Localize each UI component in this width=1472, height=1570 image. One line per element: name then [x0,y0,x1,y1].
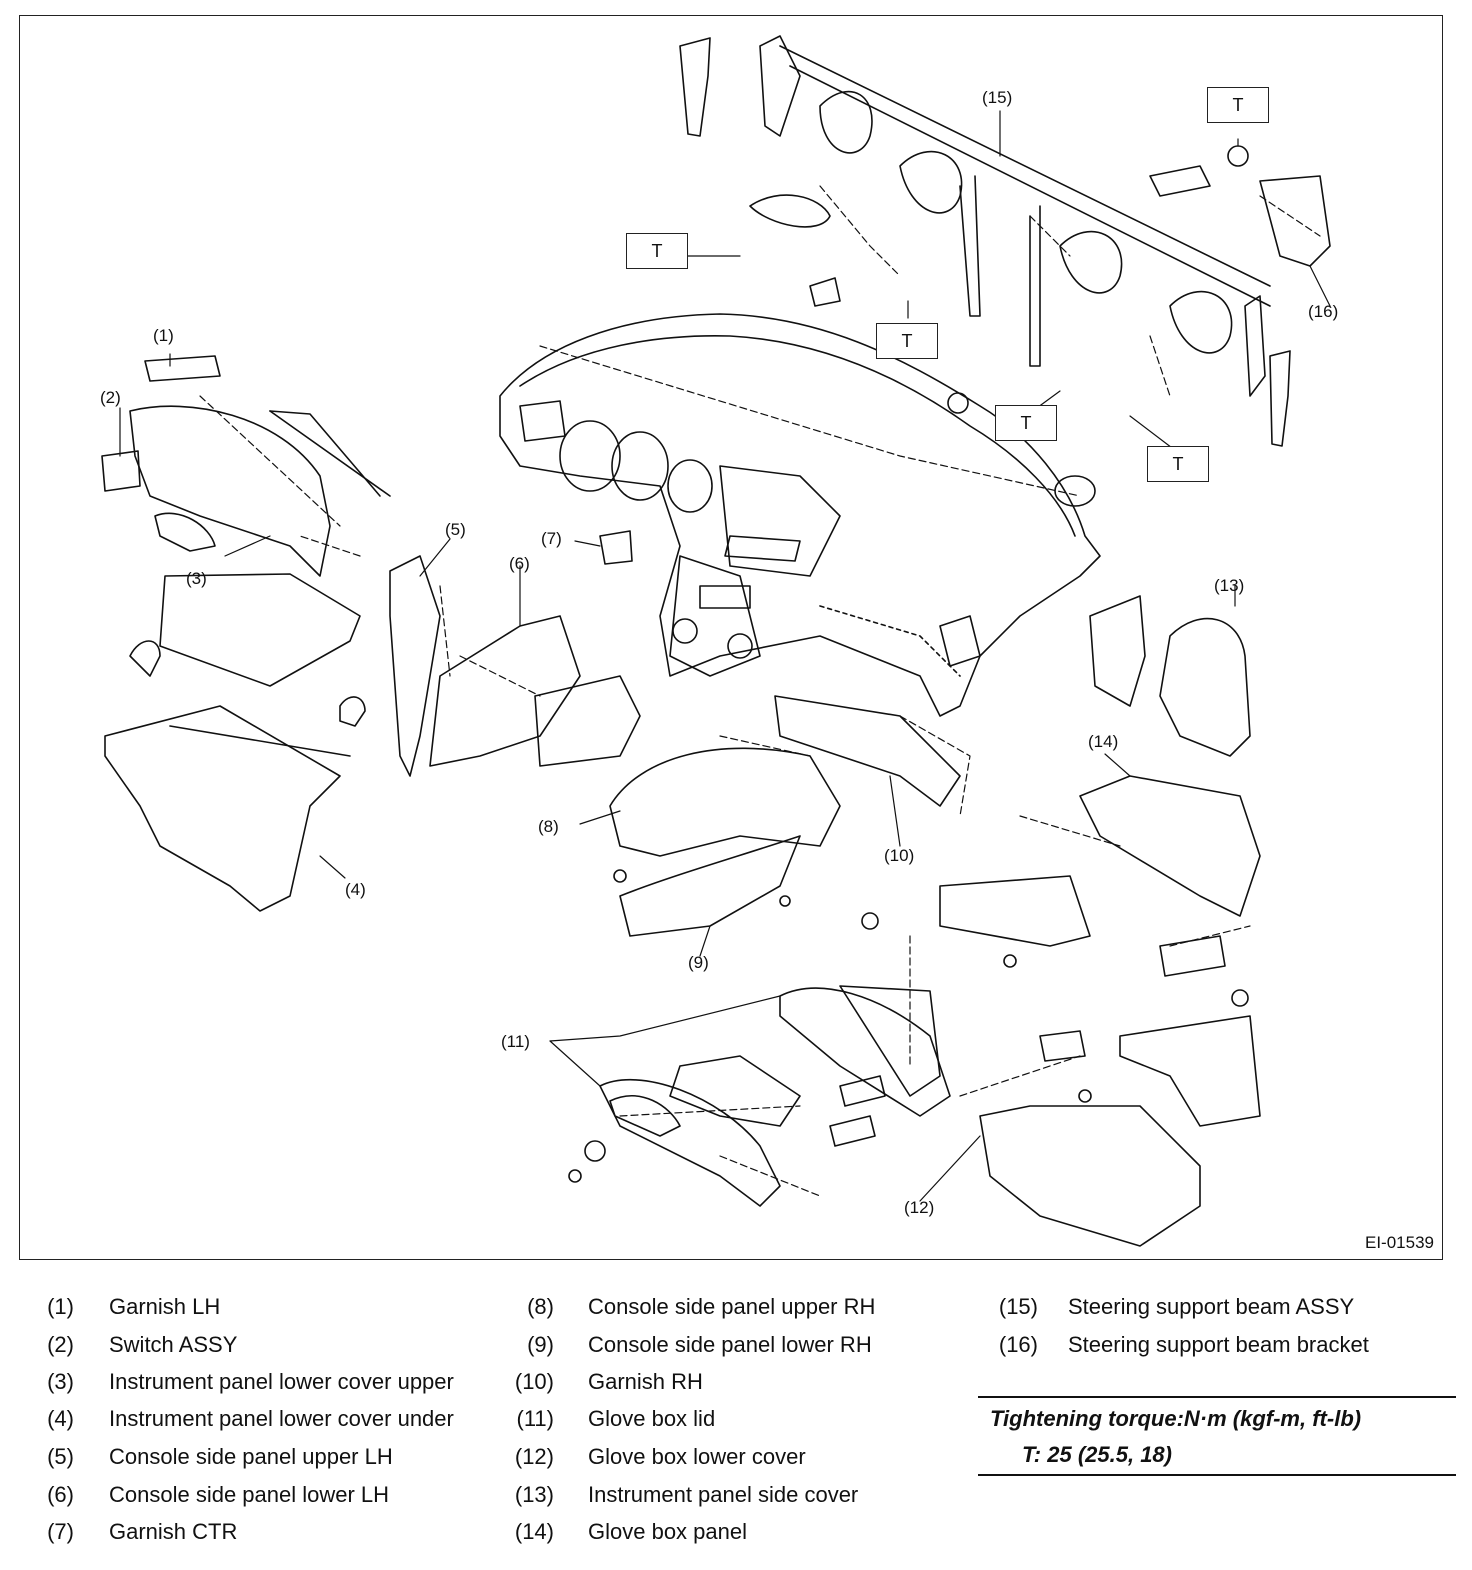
legend-item-text: Instrument panel lower cover upper [109,1369,454,1394]
glove-box-parts [568,912,1086,1207]
diagram-frame: (1) (2) (3) (4) (5) (6) (7) (8) (9) (10)… [19,15,1443,1260]
legend-item-text: Instrument panel side cover [588,1482,859,1507]
callout-16: (16) [1308,302,1339,321]
callout-7: (7) [541,529,562,548]
torque-mark: T [1020,412,1032,433]
callout-2: (2) [100,388,121,407]
left-side-parts [101,355,391,912]
callout-12: (12) [904,1198,935,1217]
legend-item-number: (9) [527,1332,554,1357]
legend-item-text: Steering support beam bracket [1068,1332,1369,1357]
console-side-panels [339,530,961,937]
legend-item-text: Garnish CTR [109,1519,238,1544]
legend-item-number: (8) [527,1294,554,1319]
dashed-lines [199,185,1321,1197]
torque-mark-box: T [1207,87,1269,123]
legend-item-number: (16) [998,1332,1038,1357]
legend-item-number: (11) [516,1406,555,1431]
legend-item-text: Console side panel lower LH [109,1482,390,1507]
torque-spec-title: Tightening torque:N·m (kgf-m, ft-lb) [990,1406,1362,1431]
torque-mark-box: T [626,233,688,269]
callout-5: (5) [445,520,466,539]
torque-mark: T [651,240,663,261]
torque-mark-box: T [876,323,938,359]
callout-11: (11) [501,1032,530,1051]
legend-item-text: Console side panel upper RH [588,1294,876,1319]
torque-mark-box: T [1147,446,1209,482]
callout-6: (6) [509,554,530,573]
legend-item-number: (1) [47,1294,74,1319]
legend-item-text: Garnish LH [109,1294,221,1319]
callout-8: (8) [538,817,559,836]
torque-mark: T [1172,453,1184,474]
callout-1: (1) [153,326,174,345]
legend-item-text: Instrument panel lower cover under [109,1406,454,1431]
torque-mark: T [901,330,913,351]
legend-item-text: Glove box lower cover [588,1444,806,1469]
legend-item-number: (4) [47,1406,74,1431]
legend-item-number: (12) [514,1444,554,1469]
right-side-parts [939,595,1261,1247]
legend-item-text: Switch ASSY [109,1332,238,1357]
callout-10: (10) [884,846,915,865]
legend-item-number: (10) [514,1369,554,1394]
callout-9: (9) [688,953,709,972]
leader-lines [119,110,1331,1202]
exploded-parts-drawing [101,35,1331,1247]
torque-mark: T [1232,94,1244,115]
legend-item-number: (5) [47,1444,74,1469]
legend-item-number: (7) [47,1519,74,1544]
legend-item-text: Glove box lid [588,1406,716,1431]
legend-item-text: Steering support beam ASSY [1068,1294,1355,1319]
steering-support-beam [759,35,1271,397]
figure-id: EI-01539 [1365,1233,1434,1252]
callout-3: (3) [186,569,207,588]
legend-item-number: (6) [47,1482,74,1507]
instrument-panel-body [499,313,1101,717]
callout-13: (13) [1214,576,1245,595]
legend-item-number: (13) [514,1482,554,1507]
legend-item-number: (2) [47,1332,74,1357]
legend-item-text: Garnish RH [588,1369,703,1394]
legend-item-text: Console side panel lower RH [588,1332,872,1357]
callout-14: (14) [1088,732,1119,751]
callout-15: (15) [982,88,1013,107]
small-parts-upper [679,37,1331,507]
legend-item-number: (3) [47,1369,74,1394]
legend-item-number: (14) [514,1519,554,1544]
legend-item-text: Console side panel upper LH [109,1444,393,1469]
torque-spec-box: Tightening torque:N·m (kgf-m, ft-lb) T: … [978,1396,1456,1476]
torque-mark-box: T [995,405,1057,441]
legend-item-number: (15) [998,1294,1038,1319]
torque-spec-value: T: 25 (25.5, 18) [1022,1442,1172,1467]
callout-4: (4) [345,880,366,899]
legend-item-text: Glove box panel [588,1519,747,1544]
